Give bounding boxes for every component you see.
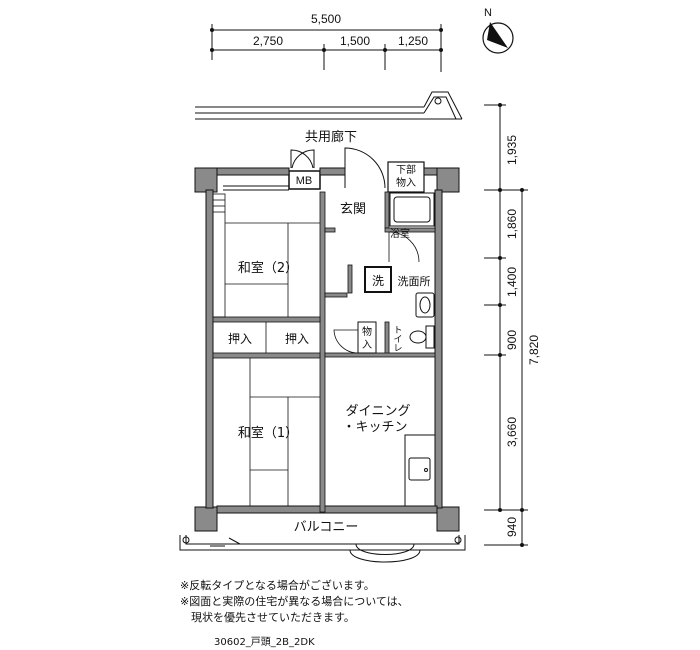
interior-walls <box>212 191 436 513</box>
storage-box <box>357 321 377 354</box>
lower-storage-label-1: 下部 <box>396 163 416 176</box>
dim-right-1: 1,935 <box>505 135 519 165</box>
toilet-label-3: レ <box>393 344 402 354</box>
bathtub <box>389 192 435 227</box>
dining-label-1: ダイニング <box>345 404 410 419</box>
storage-label-1: 物 <box>362 325 372 338</box>
dim-right-total: 7,820 <box>527 335 541 365</box>
top-dimension-lines <box>211 24 442 72</box>
balcony-railing <box>179 535 466 563</box>
tatami-room-1 <box>249 358 320 506</box>
washer-box <box>364 266 392 293</box>
note-line: 現状を優先させていただきます。 <box>180 611 355 624</box>
wash-basin <box>415 292 435 318</box>
dim-top-total: 5,500 <box>311 12 341 26</box>
notes-block: ※反転タイプとなる場合がございます。 ※図面と実際の住宅が異なる場合については、… <box>180 578 409 626</box>
dim-right-2: 1,860 <box>505 209 519 239</box>
toilet-label-2: イ <box>393 335 402 345</box>
north-compass-icon <box>482 22 514 54</box>
dim-right-4: 900 <box>505 330 519 350</box>
dim-top-2: 1,500 <box>340 34 370 48</box>
toilet-fixture <box>409 325 435 349</box>
mb-door-left-swing <box>290 149 314 169</box>
mb-box <box>288 170 321 190</box>
entrance-door-swing <box>344 147 386 189</box>
dining-label-2: ・キッチン <box>342 420 407 435</box>
corridor-railing <box>195 91 463 120</box>
mb-door-right-swing <box>291 149 315 169</box>
lower-storage-label-2: 物入 <box>396 176 416 189</box>
washer-label: 洗 <box>372 274 384 288</box>
dim-right-3: 1,400 <box>505 267 519 297</box>
note-line: ※図面と実際の住宅が異なる場合については、 <box>180 595 409 608</box>
lower-storage-box <box>387 161 425 193</box>
closet-a-label: 押入 <box>228 332 252 346</box>
note-line: ※反転タイプとなる場合がございます。 <box>180 579 375 592</box>
storage-label-2: 入 <box>362 340 372 351</box>
dim-right-6: 940 <box>505 517 519 537</box>
tatami-room-2-label: 和室（2） <box>238 260 298 276</box>
closet-b-label: 押入 <box>285 332 309 346</box>
outer-walls <box>194 167 460 532</box>
toilet-label-1: ト <box>393 326 402 336</box>
dim-top-3: 1,250 <box>398 34 428 48</box>
plan-code: 30602_戸頭_2B_2DK <box>214 637 315 648</box>
right-dimension-lines <box>484 104 528 546</box>
storage-door-swing <box>333 329 359 354</box>
entrance-label: 玄関 <box>340 202 366 217</box>
corridor-label: 共用廊下 <box>305 129 357 145</box>
kitchen-counter <box>404 434 436 507</box>
tatami-room-1-label: 和室（1） <box>238 425 298 441</box>
washroom-label: 洗面所 <box>398 275 431 288</box>
mb-label: MB <box>296 175 313 187</box>
dim-top-1: 2,750 <box>253 34 283 48</box>
tatami-room-2 <box>212 193 320 318</box>
compass-north-label: N <box>484 7 492 19</box>
dim-right-5: 3,660 <box>505 417 519 447</box>
bath-door-swing <box>388 231 420 263</box>
balcony-label: バルコニー <box>294 520 359 535</box>
